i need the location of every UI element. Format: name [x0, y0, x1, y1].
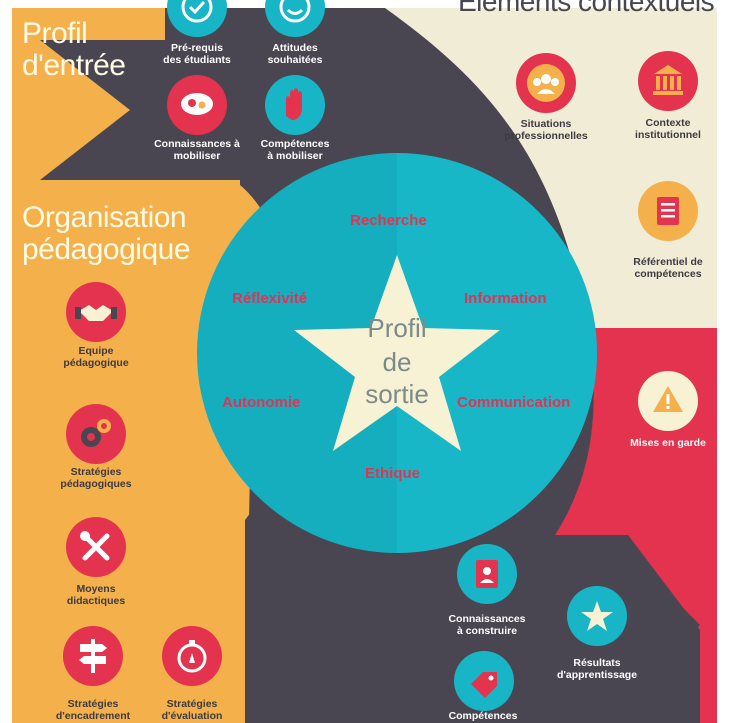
group-icon — [515, 52, 577, 114]
label-connaissances-construire: Connaissances à construire — [448, 613, 526, 637]
label-contexte: Contexte institutionnel — [635, 117, 701, 141]
institution-building-icon — [637, 50, 699, 112]
star-line-1: Profil — [367, 313, 427, 343]
label-equipe: Equipe pédagogique — [63, 345, 129, 369]
zone-title-context: Eléments contextuels — [458, 0, 715, 17]
signpost-icon — [62, 625, 124, 687]
star-line-3: sortie — [365, 379, 429, 409]
keyword-autonomie: Autonomie — [222, 394, 301, 411]
label-connaissances-mobiliser: Connaissances à mobiliser — [154, 138, 240, 162]
label-mises-en-garde: Mises en garde — [630, 437, 706, 449]
keyword-communication: Communication — [457, 394, 571, 411]
label-encadrement: Stratégies d'encadrement — [55, 698, 131, 722]
brain-gears-icon — [166, 74, 228, 136]
warning-icon — [637, 370, 699, 432]
label-prerequis: Pré-requis des étudiants — [163, 42, 231, 66]
keyword-ethique: Ethique — [365, 465, 420, 482]
keyword-recherche: Recherche — [350, 212, 427, 229]
label-evaluation: Stratégies d'évaluation — [161, 698, 223, 722]
zone-title-organisation: Organisation pédagogique — [22, 201, 191, 266]
label-situations: Situations professionnelles — [504, 118, 588, 142]
tools-icon — [65, 516, 127, 578]
tag-icon — [453, 650, 515, 712]
label-strategies-pedagogiques: Stratégies pédagogiques — [60, 466, 132, 490]
label-referentiel: Référentiel de compétences — [633, 256, 703, 280]
label-competences-output: Compétences — [448, 710, 518, 722]
label-attitudes: Attitudes souhaitées — [267, 42, 323, 66]
book-icon — [456, 543, 518, 605]
checklist-icon — [637, 180, 699, 242]
center-star — [294, 255, 500, 451]
label-moyens: Moyens didactiques — [66, 583, 126, 607]
label-competences-mobiliser: Compétences à mobiliser — [260, 138, 330, 162]
check-badge-icon — [166, 0, 228, 38]
zone-title-entry: Profil d'entrée — [22, 17, 126, 82]
star-icon — [566, 585, 628, 647]
star-line-2: de — [382, 347, 412, 377]
keyword-information: Information — [464, 290, 547, 307]
handshake-icon — [65, 281, 127, 343]
keyword-reflexivite: Réflexivité — [232, 290, 308, 307]
smiley-icon — [264, 0, 326, 38]
compass-icon — [161, 625, 223, 687]
label-resultats: Résultats d'apprentissage — [556, 657, 638, 681]
gears-icon — [65, 403, 127, 465]
raised-hand-icon — [264, 74, 326, 136]
